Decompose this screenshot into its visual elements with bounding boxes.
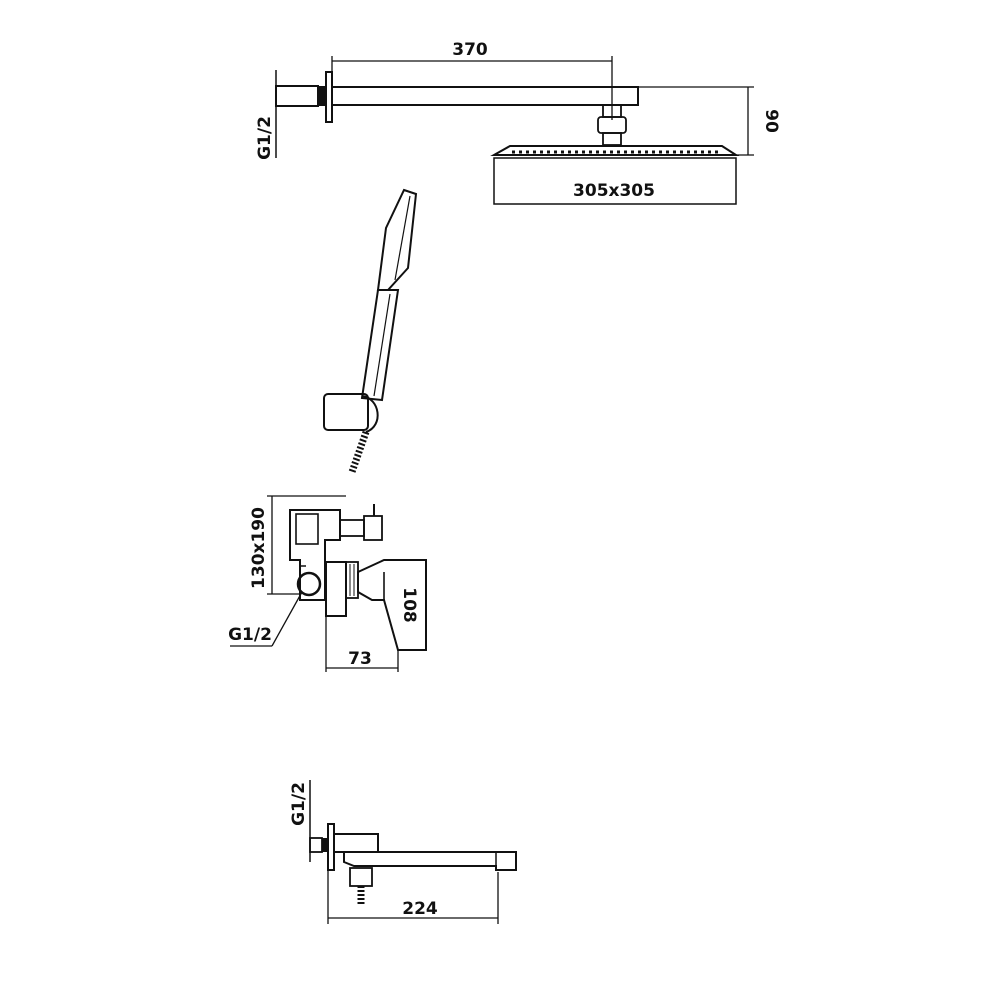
- spout-arm: [343, 851, 517, 871]
- inlet-connector: [296, 571, 322, 597]
- arm-length-label: 370: [452, 40, 488, 60]
- spout-assembly: G1/2 224: [289, 780, 517, 924]
- rain-head-top: [490, 145, 740, 156]
- drop-height-label: 90: [761, 109, 781, 133]
- arm-nut: [318, 86, 326, 106]
- valve-stem: [345, 561, 359, 599]
- arm-thread-label: G1/2: [255, 116, 275, 160]
- shower-arm-assembly: 370 G1/2 305x305 90: [255, 40, 781, 205]
- arm-inlet-pipe: [275, 85, 319, 107]
- head-size-box: [493, 157, 737, 205]
- hand-shower-head: [376, 188, 418, 291]
- valve-cartridge: [295, 513, 319, 545]
- valve-outlet-nut: [363, 515, 383, 541]
- hand-shower-assembly: [323, 188, 418, 474]
- spout-thread-label: G1/2: [289, 782, 309, 826]
- holder-clamp: [361, 395, 379, 433]
- inlet-thread-label: G1/2: [228, 625, 272, 645]
- shower-arm: [331, 86, 639, 106]
- hand-shower-holder: [323, 393, 369, 431]
- hand-shower-handle: [360, 289, 400, 402]
- valve-outlet-pipe: [339, 519, 365, 537]
- spout-inlet-pipe: [309, 837, 323, 853]
- mixer-valve-assembly: 130x190 G1/2 108 73: [228, 495, 427, 672]
- swivel-joint-bottom: [602, 132, 622, 146]
- head-size-label: 305x305: [573, 181, 655, 201]
- spout-length-label: 224: [402, 899, 438, 919]
- spout-body: [333, 833, 379, 853]
- inlet-leader-line: [271, 591, 303, 647]
- projection-label: 73: [348, 649, 372, 669]
- spout-nut: [322, 838, 328, 852]
- diverter-nut: [349, 867, 373, 887]
- handle-height-label: 108: [399, 587, 419, 623]
- box-size-label: 130x190: [249, 507, 269, 589]
- hose: [348, 430, 370, 474]
- wall-plate: [325, 561, 347, 617]
